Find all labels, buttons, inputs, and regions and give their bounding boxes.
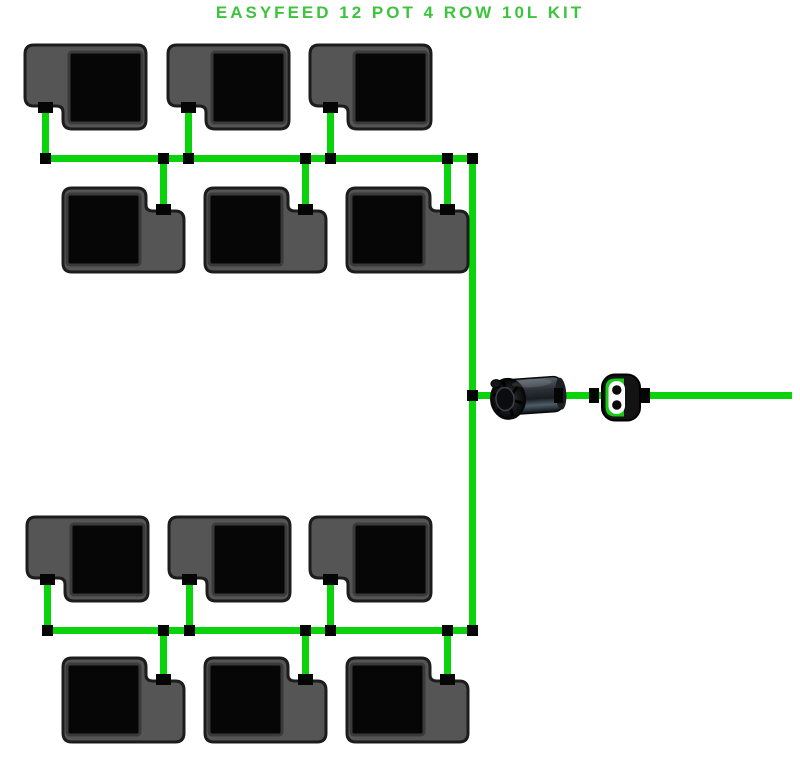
pot-opening	[352, 522, 429, 597]
pot-opening	[349, 192, 426, 267]
drip-fitting	[40, 574, 55, 585]
diagram-title: EASYFEED 12 POT 4 ROW 10L KIT	[215, 3, 585, 22]
feed-tube	[160, 627, 167, 684]
pot-opening	[352, 50, 429, 125]
pot-opening	[67, 50, 144, 125]
feed-tube	[186, 577, 193, 634]
tube-junction	[325, 153, 336, 164]
tube-connector	[554, 388, 563, 403]
pot	[345, 186, 470, 274]
tube-connector	[589, 388, 599, 403]
pump-inlet	[495, 386, 515, 412]
tube-connector	[639, 388, 650, 403]
valve-port-bottom	[612, 400, 622, 410]
pot-opening	[349, 662, 426, 737]
drip-fitting	[38, 102, 53, 113]
tube-junction	[300, 625, 311, 636]
tube-junction	[300, 153, 311, 164]
drip-fitting	[440, 674, 455, 685]
feed-tube	[302, 155, 309, 214]
pot	[61, 656, 186, 744]
manifold-line	[42, 155, 476, 162]
pot	[308, 515, 433, 603]
tube-junction	[467, 625, 478, 636]
feed-tube	[160, 155, 167, 214]
pot	[61, 186, 186, 274]
drip-fitting	[298, 674, 313, 685]
feed-tube	[42, 105, 49, 162]
drip-fitting	[323, 574, 338, 585]
tube-junction	[467, 390, 478, 401]
tube-junction	[42, 625, 53, 636]
pot	[166, 43, 291, 131]
tube-junction	[325, 625, 336, 636]
pot	[23, 43, 148, 131]
pot	[167, 515, 292, 603]
drip-fitting	[156, 204, 171, 215]
tube-junction	[442, 625, 453, 636]
tube-junction	[40, 153, 51, 164]
pot-opening	[65, 662, 142, 737]
feed-tube	[327, 577, 334, 634]
drip-fitting	[440, 204, 455, 215]
drip-fitting	[323, 102, 338, 113]
pot-opening	[210, 50, 287, 125]
pot	[308, 43, 433, 131]
tube-junction	[158, 153, 169, 164]
pot-opening	[69, 522, 146, 597]
feed-tube	[444, 155, 451, 214]
pot	[345, 656, 470, 744]
pot-opening	[207, 192, 284, 267]
pot-opening	[211, 522, 288, 597]
tube-junction	[184, 625, 195, 636]
feed-tube	[302, 627, 309, 684]
pump-filter	[490, 375, 567, 420]
valve-port-top	[612, 385, 622, 395]
pot	[25, 515, 150, 603]
drip-fitting	[156, 674, 171, 685]
feed-tube	[185, 105, 192, 162]
pump-cap-fin	[513, 399, 524, 405]
feed-tube	[327, 105, 334, 162]
pump-highlight	[512, 378, 552, 388]
drip-fitting	[182, 574, 197, 585]
pot	[203, 656, 328, 744]
tube-junction	[158, 625, 169, 636]
tube-junction	[467, 153, 478, 164]
pot-opening	[207, 662, 284, 737]
tube-junction	[183, 153, 194, 164]
feed-tube	[444, 627, 451, 684]
drip-fitting	[181, 102, 196, 113]
drip-fitting	[298, 204, 313, 215]
feeder-valve	[601, 373, 641, 422]
pump-nub	[490, 379, 502, 389]
pot	[203, 186, 328, 274]
tube-junction	[442, 153, 453, 164]
feed-tube	[44, 577, 51, 634]
manifold-line	[42, 627, 476, 634]
pot-opening	[65, 192, 142, 267]
